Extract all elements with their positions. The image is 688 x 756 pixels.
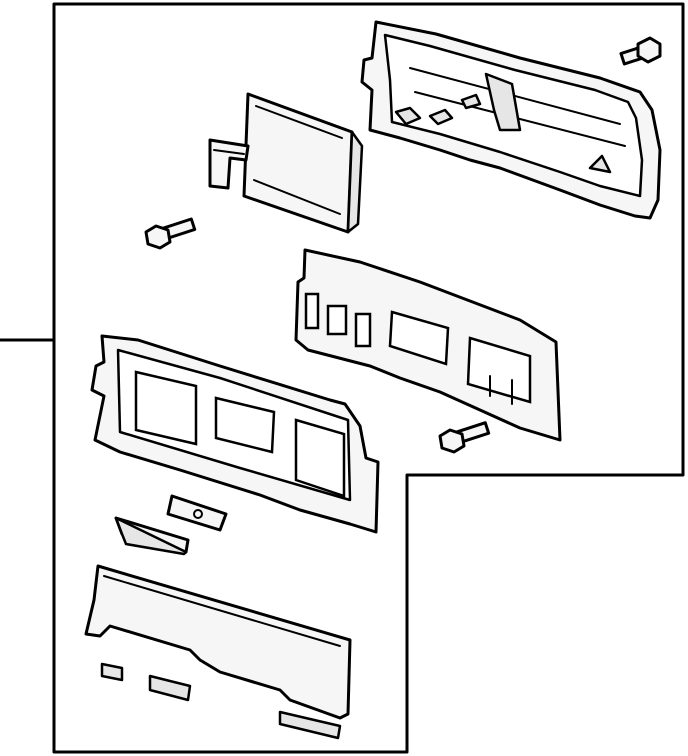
small-bracket (166, 494, 228, 532)
cluster-bezel (90, 334, 380, 534)
indicator-lens (114, 516, 190, 556)
gauge-mask (294, 248, 562, 442)
cluster-lens-cover (84, 564, 352, 740)
screw-left (144, 217, 197, 250)
rear-housing (360, 20, 662, 220)
circuit-board (208, 92, 364, 234)
screw-top-right (619, 36, 662, 66)
screw-lower-right (438, 421, 491, 454)
